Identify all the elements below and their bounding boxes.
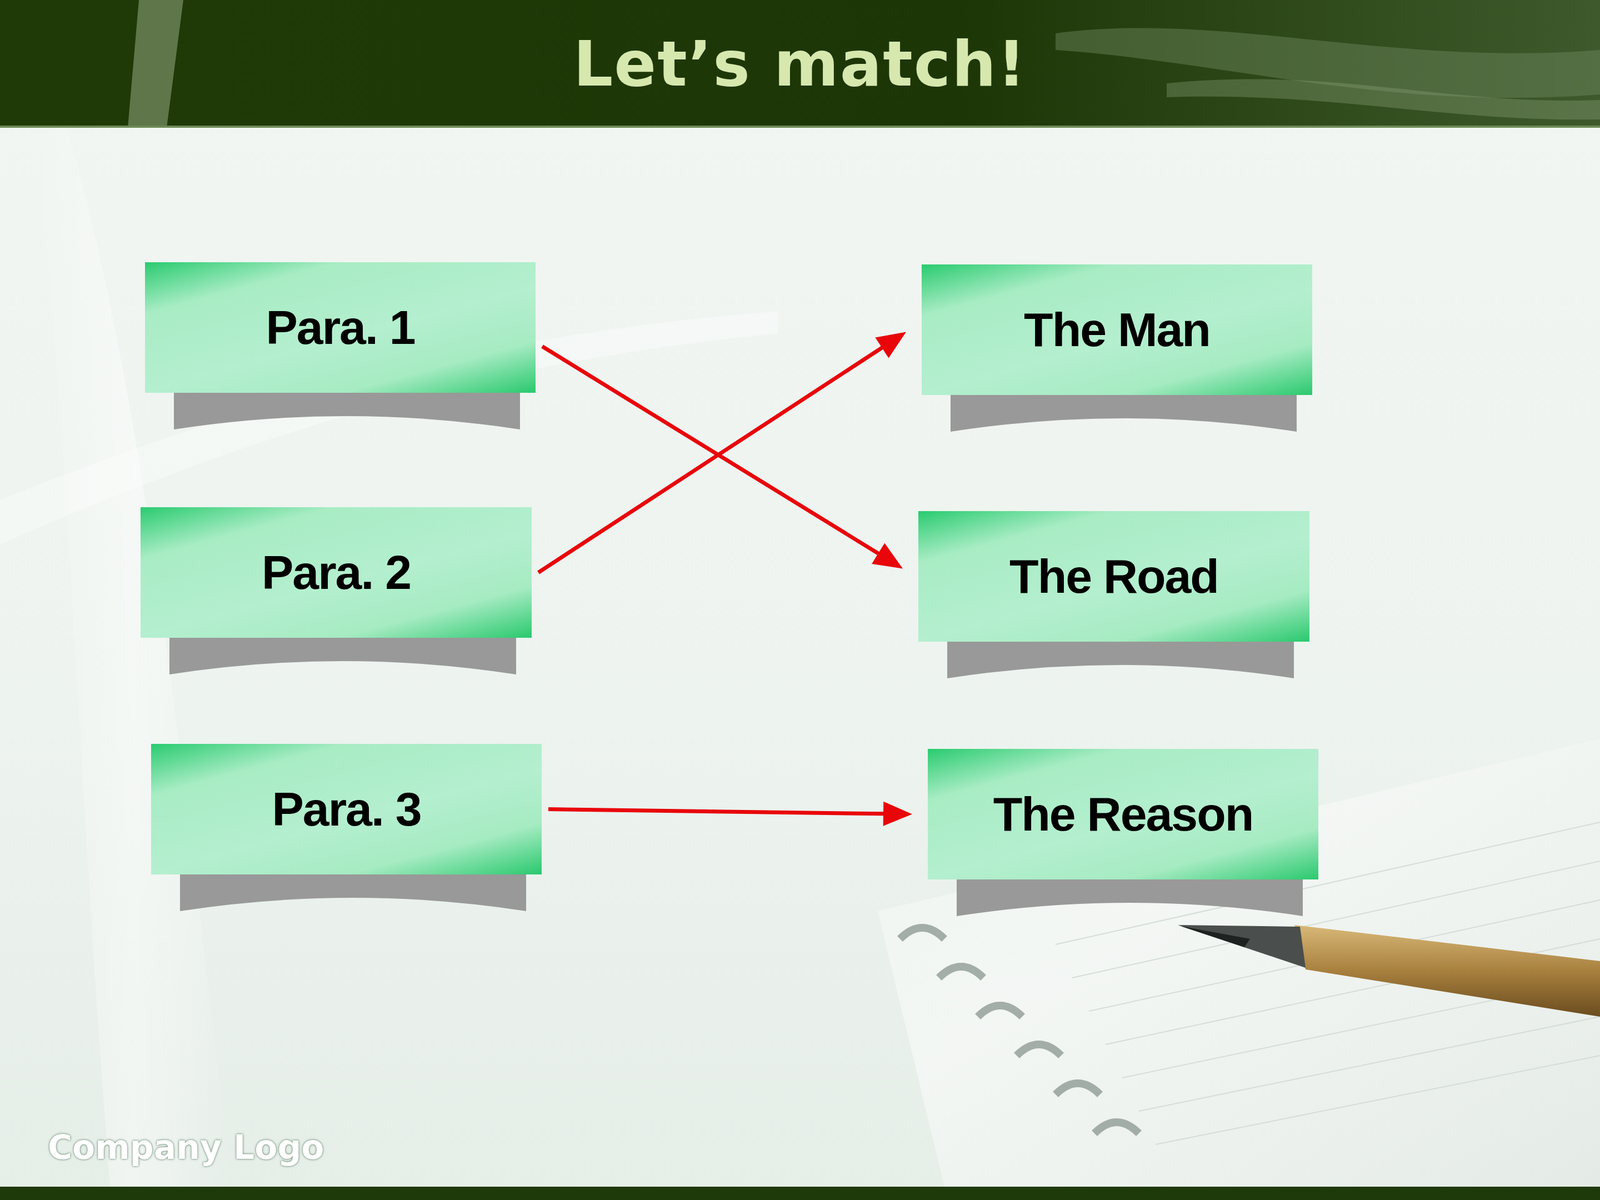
paragraph-box: The Man	[921, 264, 1313, 395]
logo-placeholder: Company Logo	[47, 1127, 325, 1167]
paragraph-box: The Road	[918, 511, 1310, 642]
box-label: The Road	[1009, 548, 1219, 604]
paragraph-box: The Reason	[927, 748, 1319, 880]
paragraph-box: Para. 1	[145, 262, 536, 393]
match-arrow	[538, 332, 907, 573]
box-label: Para. 3	[271, 781, 421, 837]
box-label: Para. 1	[265, 300, 415, 355]
footer-band	[0, 1186, 1600, 1200]
box-label: The Man	[1023, 302, 1210, 358]
box-shadow	[956, 879, 1303, 917]
box-shadow	[180, 874, 527, 912]
box-shadow	[173, 392, 520, 430]
match-arrow	[548, 801, 913, 827]
box-shadow	[947, 641, 1294, 679]
box-shadow	[169, 637, 517, 675]
paragraph-box: Para. 2	[140, 507, 532, 638]
box-label: Para. 2	[261, 545, 411, 600]
box-label: The Reason	[993, 786, 1253, 842]
paragraph-box: Para. 3	[151, 743, 542, 875]
slide-title: Let’s match!	[0, 0, 1600, 128]
box-shadow	[950, 395, 1297, 432]
